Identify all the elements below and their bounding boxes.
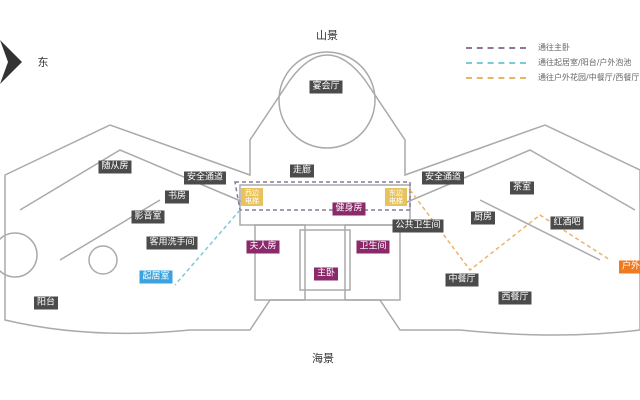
room-wine-bar: 红酒吧 [550,216,584,230]
legend-label: 通往户外花园/中餐厅/西餐厅 [538,73,640,82]
room-attendant: 随从房 [98,160,132,174]
room-kitchen: 厨房 [470,211,496,225]
room-exit-west: 安全通道 [183,171,227,185]
legend-item: 通往户外花园/中餐厅/西餐厅 [466,70,639,85]
room-bathroom: 卫生间 [356,240,390,254]
room-garden: 户外花园 [618,260,640,274]
room-gym: 健身房 [332,202,366,216]
room-banquet: 宴会厅 [309,80,343,94]
room-tea: 茶室 [509,181,535,195]
room-living: 起居室 [139,270,173,284]
room-master: 主卧 [313,267,339,281]
room-lady: 夫人房 [246,240,280,254]
legend-item: 通往起居室/阳台/户外泡池 [466,55,639,70]
room-public-wc: 公共卫生间 [392,219,444,233]
room-western-dining: 西餐厅 [498,291,532,305]
legend-label: 通往主卧 [538,43,570,52]
north-view-label: 山景 [316,29,338,42]
room-west-elevator: 西边电梯 [241,188,263,206]
room-balcony: 阳台 [33,296,59,310]
room-chinese-dining: 中餐厅 [445,273,479,287]
legend-label: 通往起居室/阳台/户外泡池 [538,58,632,67]
room-guest-wc: 客用洗手间 [146,236,198,250]
legend: 通往主卧 通往起居室/阳台/户外泡池 通往户外花园/中餐厅/西餐厅 [466,40,639,85]
room-corridor: 走廊 [289,164,315,178]
room-exit-east: 安全通道 [421,171,465,185]
room-study: 书房 [164,190,190,204]
room-theater: 影音室 [131,210,165,224]
compass-arrow-icon [0,40,22,84]
legend-item: 通往主卧 [466,40,639,55]
compass-label: 东 [37,56,49,69]
south-view-label: 海景 [312,352,334,365]
room-east-elevator: 东边电梯 [385,188,407,206]
